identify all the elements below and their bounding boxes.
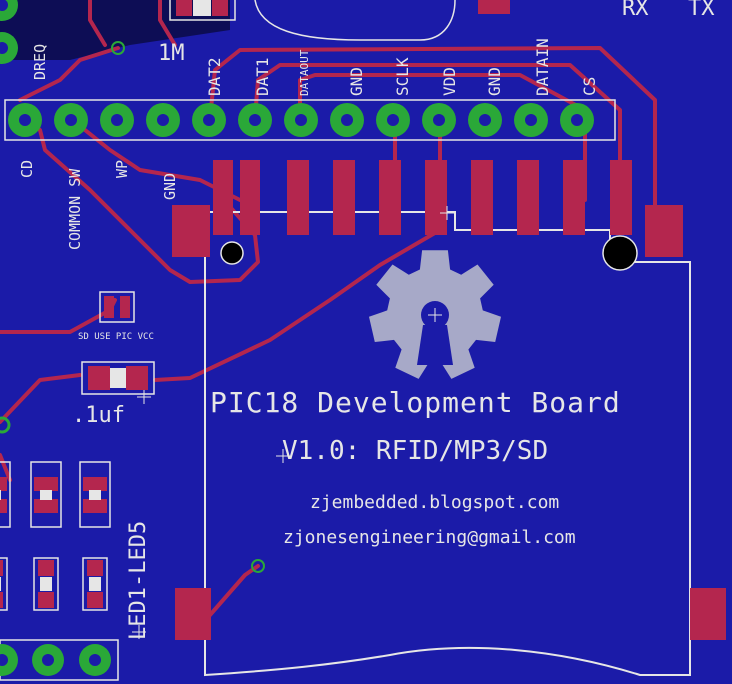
left-pin-label: COMMON SW <box>66 168 84 250</box>
led <box>79 461 111 528</box>
led-array <box>0 461 111 611</box>
board-title: PIC18 Development Board <box>210 386 621 419</box>
header-labels: DAT2 DAT1 DATAOUT GND SCLK VDD GND DATAIN CS <box>205 38 599 96</box>
crystal-outline <box>254 0 456 41</box>
header-label: DATAIN <box>533 38 552 96</box>
board-version: V1.0: RFID/MP3/SD <box>282 436 548 466</box>
header-label: SCLK <box>393 57 412 96</box>
left-pin-labels: CD COMMON SW WP GND <box>18 160 179 250</box>
left-top-pins <box>0 0 18 64</box>
header-label: DAT2 <box>205 57 224 96</box>
led-group-label: LED1-LED5 <box>126 521 151 640</box>
sd-use-pic-vcc-jumper <box>99 291 135 323</box>
left-pin-label: CD <box>18 160 36 178</box>
led <box>0 461 11 528</box>
tx-label: TX <box>688 0 715 21</box>
header-label: VDD <box>440 67 459 96</box>
left-pin-label: GND <box>161 173 179 200</box>
dreq-label: DREQ <box>31 44 49 80</box>
header-label: DATAOUT <box>298 49 311 96</box>
header-label: CS <box>580 77 599 96</box>
header-pins <box>4 99 616 141</box>
resistor-1m <box>169 0 236 21</box>
traces <box>0 0 657 617</box>
origin-markers <box>132 206 454 639</box>
rx-label: RX <box>622 0 649 21</box>
blog-url: zjembedded.blogspot.com <box>310 492 559 513</box>
capacitor-01uf <box>81 361 155 395</box>
left-pin-label: WP <box>113 160 131 178</box>
header-label: GND <box>347 67 366 96</box>
led-resistor <box>33 557 59 611</box>
silkscreen-text: DREQ 1M RX TX <box>31 0 715 80</box>
top-dark-area <box>0 0 230 60</box>
led-resistor <box>82 557 108 611</box>
led <box>30 461 62 528</box>
bottom-pins <box>0 639 119 681</box>
header-label: DAT1 <box>253 57 272 96</box>
header-label: GND <box>485 67 504 96</box>
mount-hole-right <box>602 235 638 271</box>
mount-hole-left <box>220 241 244 265</box>
contact-email: zjonesengineering@gmail.com <box>283 527 576 548</box>
led-resistor <box>0 557 8 611</box>
capacitor-value-label: .1uf <box>72 403 125 428</box>
sd-use-pic-vcc-label: SD USE PIC VCC <box>78 332 154 342</box>
vias <box>0 41 265 573</box>
sd-card-pads <box>172 0 726 640</box>
resistor-value-label: 1M <box>158 41 185 66</box>
